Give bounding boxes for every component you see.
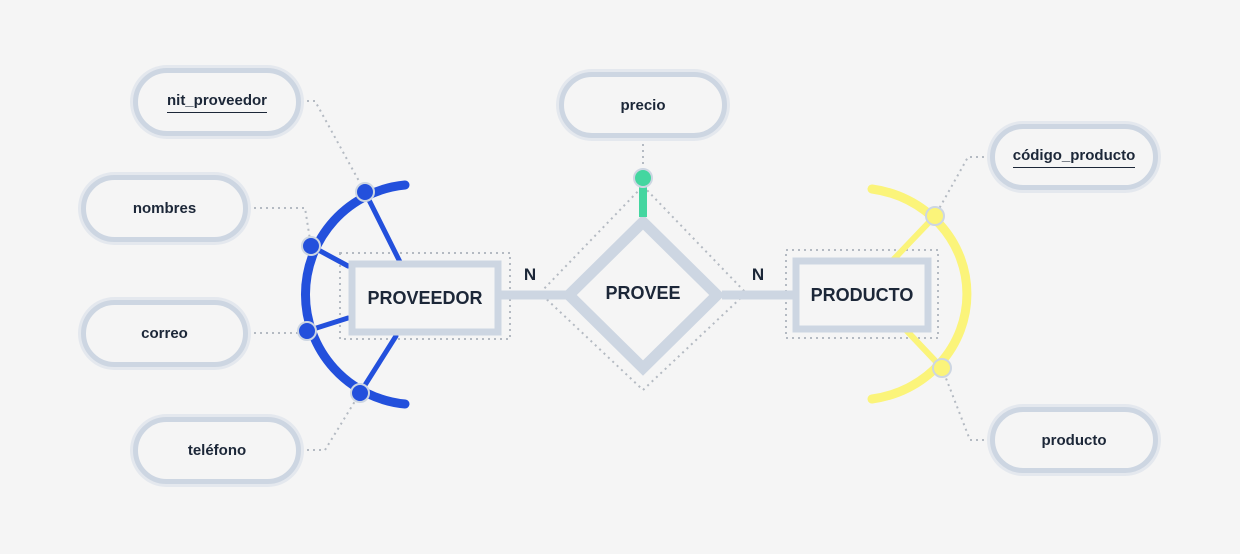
connector-producto bbox=[941, 367, 990, 441]
node-correo bbox=[297, 321, 317, 341]
cardinality-left: N bbox=[523, 265, 537, 284]
attribute-label: nit_proveedor bbox=[166, 92, 268, 113]
connector-telefono bbox=[301, 392, 361, 451]
attribute-nombres: nombres bbox=[81, 175, 248, 242]
node-precio bbox=[633, 168, 653, 188]
producto-entity-label: PRODUCTO bbox=[810, 284, 914, 305]
attribute-label: teléfono bbox=[187, 442, 247, 459]
attribute-label: precio bbox=[620, 96, 666, 114]
proveedor-dotted-outline bbox=[339, 252, 511, 340]
attribute-correo: correo bbox=[81, 300, 248, 367]
attribute-precio: precio bbox=[559, 72, 727, 138]
attribute-label: correo bbox=[141, 325, 188, 342]
node-nombres bbox=[301, 236, 321, 256]
attribute-connectors bbox=[248, 100, 990, 451]
node-nit-proveedor bbox=[355, 182, 375, 202]
node-telefono bbox=[350, 383, 370, 403]
proveedor-entity-box bbox=[348, 260, 502, 336]
provee-diamond bbox=[561, 214, 725, 376]
connector-nombres bbox=[248, 207, 312, 247]
node-producto bbox=[932, 358, 952, 378]
connector-codigo-producto bbox=[934, 156, 990, 217]
attribute-label: código_producto bbox=[1012, 147, 1136, 168]
attribute-nit-proveedor: nit_proveedor bbox=[133, 68, 301, 136]
attribute-producto: producto bbox=[990, 407, 1158, 473]
attribute-telefono: teléfono bbox=[133, 417, 301, 484]
producto-arc-nodes bbox=[925, 206, 952, 378]
proveedor-entity-label: PROVEEDOR bbox=[367, 287, 483, 308]
attribute-label: producto bbox=[1041, 431, 1107, 449]
connector-nit-proveedor bbox=[301, 100, 366, 193]
provee-relationship-label: PROVEE bbox=[605, 282, 681, 303]
proveedor-arc-nodes bbox=[297, 182, 375, 403]
provee-dotted-outline bbox=[538, 184, 748, 392]
producto-entity-box bbox=[792, 257, 932, 333]
attribute-codigo-producto: código_producto bbox=[990, 124, 1158, 190]
node-codigo-producto bbox=[925, 206, 945, 226]
cardinality-right: N bbox=[751, 265, 765, 284]
attribute-label: nombres bbox=[132, 200, 197, 217]
